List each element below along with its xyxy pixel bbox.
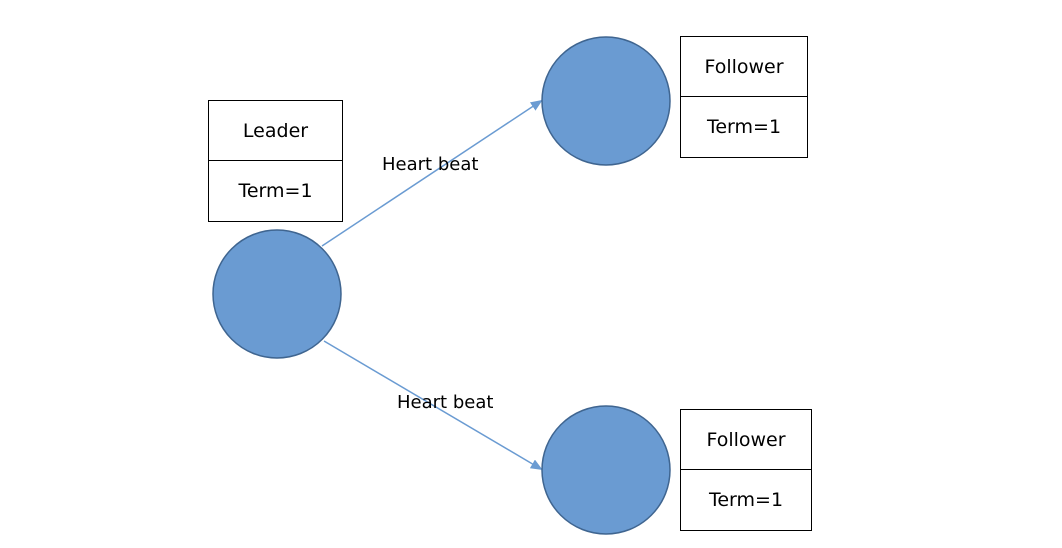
heartbeat-arrow-bottom [323, 340, 543, 471]
leader-node [212, 229, 342, 359]
leader-role-label: Leader [209, 101, 342, 161]
follower-node-bottom [541, 405, 671, 535]
leader-label-box: Leader Term=1 [208, 100, 343, 222]
heartbeat-label-bottom: Heart beat [397, 392, 494, 413]
heartbeat-arrow-top [321, 99, 543, 247]
follower-node-top [541, 36, 671, 166]
follower-top-role-label: Follower [681, 37, 807, 97]
heartbeat-label-top: Heart beat [382, 154, 479, 175]
follower-top-label-box: Follower Term=1 [680, 36, 808, 158]
follower-bottom-term-label: Term=1 [708, 489, 784, 511]
follower-bottom-label-box: Follower Term=1 [680, 409, 812, 531]
follower-bottom-role-label: Follower [681, 410, 811, 470]
follower-top-term-label: Term=1 [706, 116, 782, 138]
leader-term-label: Term=1 [238, 180, 313, 202]
